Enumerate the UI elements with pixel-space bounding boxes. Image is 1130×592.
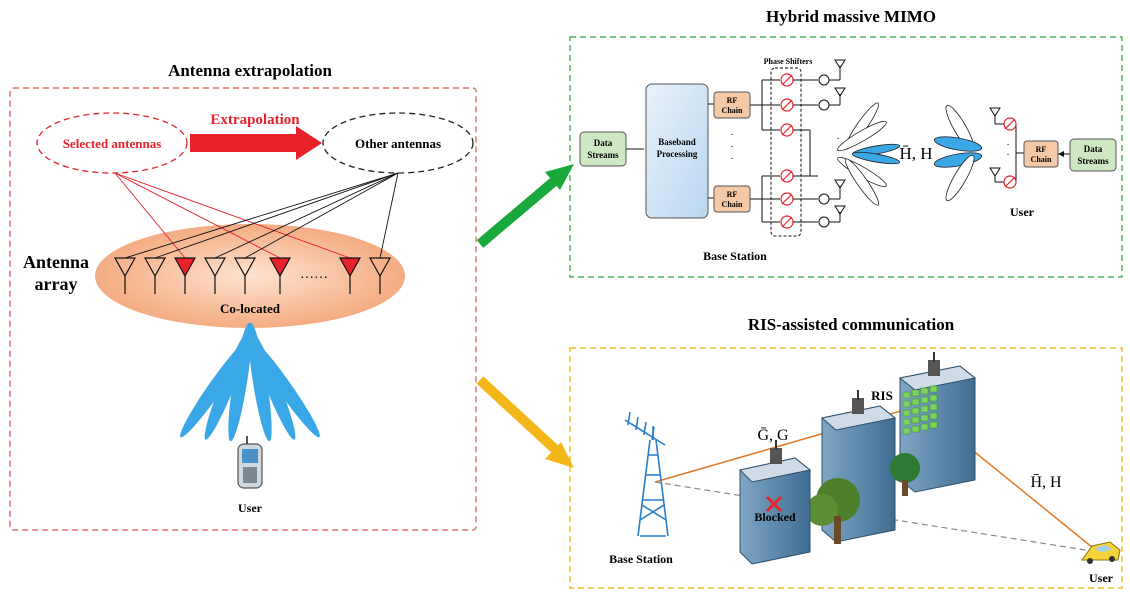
blocked-x-icon bbox=[765, 495, 783, 513]
user-wiring bbox=[989, 107, 1024, 183]
rf-label-2: Chain bbox=[722, 200, 743, 209]
data-streams-label-2: Streams bbox=[587, 150, 619, 160]
extrapolation-arrow bbox=[190, 126, 322, 160]
panel-border bbox=[569, 347, 1123, 589]
phase-shifter-icons bbox=[780, 73, 794, 229]
panel-border bbox=[569, 36, 1123, 278]
beam-lobe bbox=[228, 322, 252, 442]
antenna-dots: · bbox=[836, 146, 839, 157]
baseband-box bbox=[645, 83, 709, 219]
array-dots: …… bbox=[300, 267, 328, 282]
rf-label-2: Chain bbox=[1031, 155, 1052, 164]
panel-title: RIS-assisted communication bbox=[748, 315, 955, 334]
baseband-label-1: Baseband bbox=[658, 137, 696, 147]
hybrid-mimo-panel: Hybrid massive MIMO Data Streams Baseban… bbox=[569, 7, 1123, 278]
panel-title: Antenna extrapolation bbox=[168, 61, 332, 80]
antenna-icon bbox=[233, 257, 257, 294]
base-station-label: Base Station bbox=[609, 552, 673, 566]
user-dots: · bbox=[1006, 140, 1009, 151]
panel-border bbox=[9, 87, 477, 531]
rf-label-1: RF bbox=[727, 190, 738, 199]
rf-label-1: RF bbox=[727, 96, 738, 105]
tree-icon bbox=[890, 453, 920, 496]
data-streams-label-1: Data bbox=[1084, 144, 1103, 154]
blocked-label: Blocked bbox=[754, 510, 796, 524]
selected-antenna-icon bbox=[268, 257, 292, 294]
base-station-label: Base Station bbox=[703, 249, 767, 263]
bs-beam-pattern bbox=[837, 102, 901, 206]
antenna-array bbox=[113, 257, 392, 294]
h-channel-label: H̄, H bbox=[1030, 474, 1062, 491]
car-icon bbox=[1081, 541, 1121, 564]
selected-antenna-icon bbox=[173, 257, 197, 294]
tower-icon bbox=[624, 411, 669, 537]
user-phase-shifters bbox=[1003, 117, 1017, 189]
rf-label-1: RF bbox=[1036, 145, 1047, 154]
beam-lobe bbox=[250, 338, 320, 438]
antenna-icon bbox=[113, 257, 137, 294]
antenna-icon bbox=[368, 257, 392, 294]
rf-dots: · bbox=[730, 142, 733, 153]
antenna-icon bbox=[143, 257, 167, 294]
beams bbox=[180, 322, 320, 442]
ris-label: RIS bbox=[871, 388, 893, 403]
user-label: User bbox=[1010, 205, 1035, 219]
other-antennas-ellipse bbox=[322, 112, 474, 174]
splitter-wiring bbox=[750, 79, 780, 223]
antenna-icon bbox=[203, 257, 227, 294]
rf-label-2: Chain bbox=[722, 106, 743, 115]
user-label: User bbox=[1089, 571, 1114, 585]
antenna-icon bbox=[989, 107, 1001, 117]
rf-dots: · bbox=[730, 154, 733, 165]
antenna-icon bbox=[989, 167, 1001, 177]
antenna-icon bbox=[834, 59, 846, 69]
antenna-icon bbox=[834, 87, 846, 97]
channel-label: H̄, H bbox=[899, 144, 932, 163]
green-connector-arrow bbox=[476, 164, 574, 248]
g-channel-label: Ḡ, G bbox=[757, 427, 789, 444]
user-dots: · bbox=[1006, 150, 1009, 161]
data-streams-label-2: Streams bbox=[1077, 156, 1109, 166]
data-streams-label-1: Data bbox=[594, 138, 613, 148]
user-label: User bbox=[238, 501, 263, 515]
colocated-label: Co-located bbox=[220, 301, 281, 316]
bs-antennas bbox=[834, 59, 846, 215]
selected-antennas-ellipse bbox=[36, 112, 188, 174]
antenna-icon bbox=[834, 205, 846, 215]
phase-shifters-label: Phase Shifters bbox=[764, 57, 813, 66]
antenna-array-label-1: Antenna bbox=[23, 252, 89, 272]
rf-dots: · bbox=[730, 130, 733, 141]
ris-surface bbox=[902, 385, 938, 435]
tree-icon bbox=[806, 478, 860, 544]
building-icon bbox=[898, 352, 977, 493]
other-connections bbox=[124, 172, 399, 259]
antenna-icon bbox=[834, 179, 846, 189]
ris-panel: RIS-assisted communication Base Station bbox=[569, 315, 1123, 589]
phase-shifters-group bbox=[770, 67, 802, 237]
antenna-extrapolation-panel: Antenna extrapolation Selected antennas … bbox=[9, 61, 477, 531]
other-antennas-label: Other antennas bbox=[355, 136, 441, 151]
yellow-connector-arrow bbox=[476, 376, 574, 468]
data-streams-box bbox=[1069, 138, 1117, 172]
phone-icon bbox=[237, 436, 263, 489]
panel-title: Hybrid massive MIMO bbox=[766, 7, 936, 26]
combiner-wiring bbox=[793, 66, 841, 228]
baseband-label-2: Processing bbox=[657, 149, 698, 159]
selected-antenna-icon bbox=[338, 257, 362, 294]
selected-antennas-label: Selected antennas bbox=[63, 136, 162, 151]
building-icon bbox=[738, 440, 812, 565]
antenna-dots: · bbox=[836, 134, 839, 145]
extrapolation-label: Extrapolation bbox=[210, 112, 300, 128]
selected-connections bbox=[114, 172, 351, 259]
user-beam-pattern bbox=[933, 104, 983, 202]
antenna-array-label-2: array bbox=[35, 274, 78, 294]
